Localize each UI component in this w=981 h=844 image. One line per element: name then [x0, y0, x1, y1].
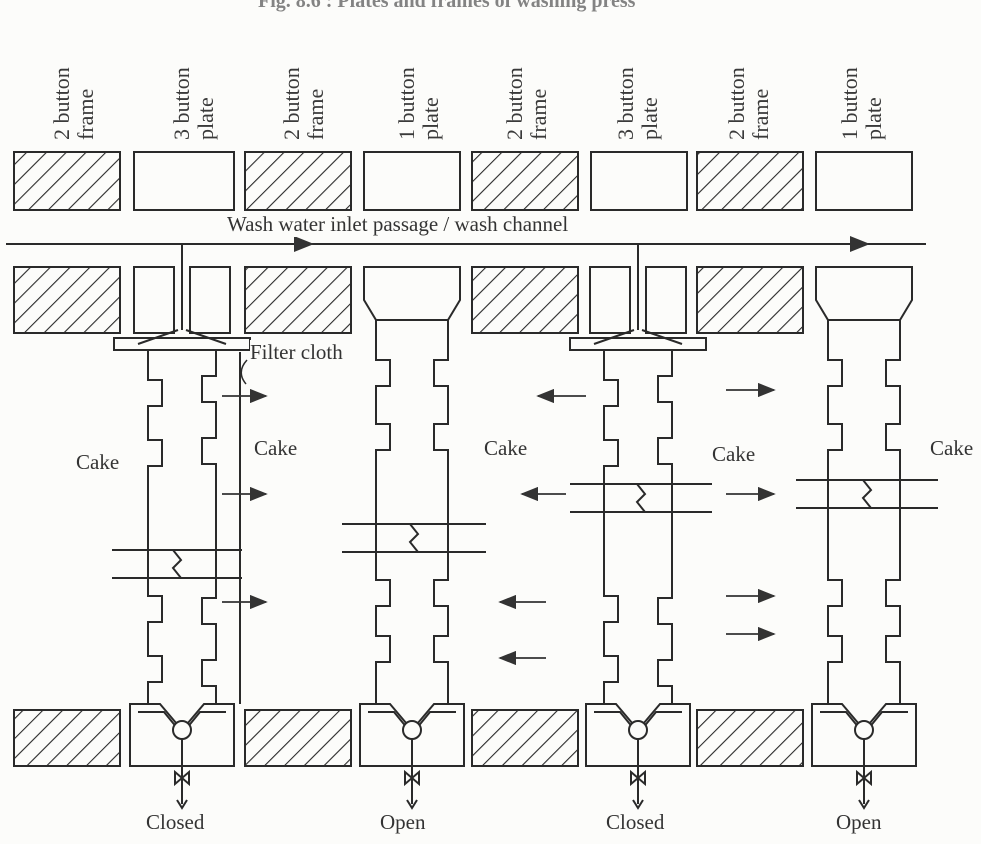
outlet-arrow-icon [406, 799, 418, 810]
mid-frame-1 [13, 266, 121, 334]
top-frame-1 [13, 151, 121, 211]
plate-bottom-housing [359, 703, 465, 767]
plate-wall-left [147, 350, 163, 704]
plate-top-head [815, 266, 913, 321]
plate-wall-left [603, 350, 619, 704]
plate-wall-left [827, 320, 843, 704]
plate-wall-left [375, 320, 391, 704]
valve-icon [630, 769, 646, 787]
valve-status: Open [836, 810, 882, 834]
outlet-port [172, 720, 192, 740]
cake-label: Cake [930, 436, 974, 460]
plate-wall-right [201, 350, 217, 704]
break-symbol [861, 479, 873, 509]
valve-status: Closed [606, 810, 665, 834]
break-symbol [635, 483, 647, 513]
valve-status: Closed [146, 810, 205, 834]
plate-header [569, 337, 707, 351]
bottom-frame-3 [244, 709, 352, 767]
outlet-port [402, 720, 422, 740]
bottom-frame-5 [471, 709, 579, 767]
top-plate-6 [590, 151, 688, 211]
plate-wall-right [433, 320, 449, 704]
valve-icon [404, 769, 420, 787]
break-symbol [408, 523, 420, 553]
plate-header [113, 337, 251, 351]
top-plate-2 [133, 151, 235, 211]
wash-channel-label: Wash water inlet passage / wash channel [224, 212, 572, 237]
plate-top-port [645, 266, 687, 334]
plate-top-port [589, 266, 631, 334]
plate-wall-right [885, 320, 901, 704]
top-frame-5 [471, 151, 579, 211]
cake-label: Cake [484, 436, 528, 460]
filter-cloth-pointer [240, 359, 248, 385]
plate-bottom-housing [585, 703, 691, 767]
valve-icon [856, 769, 872, 787]
filter-cloth-label: Filter cloth [250, 340, 343, 365]
break-symbol [171, 549, 183, 579]
plate-top-head [363, 266, 461, 321]
outlet-arrow-icon [632, 799, 644, 810]
valve-status: Open [380, 810, 426, 834]
cake-label: Cake [254, 436, 298, 460]
outlet-arrow-icon [176, 799, 188, 810]
top-frame-3 [244, 151, 352, 211]
plate-bottom-housing [129, 703, 235, 767]
bottom-frame-1 [13, 709, 121, 767]
outlet-port [854, 720, 874, 740]
top-plate-4 [363, 151, 461, 211]
plate-top-port [189, 266, 231, 334]
cake-label: Cake [76, 450, 120, 474]
outlet-port [628, 720, 648, 740]
mid-frame-7 [696, 266, 804, 334]
top-plate-8 [815, 151, 913, 211]
top-frame-7 [696, 151, 804, 211]
plate-bottom-housing [811, 703, 917, 767]
plate-wall-right [657, 350, 673, 704]
cake-label: Cake [712, 442, 756, 466]
valve-icon [174, 769, 190, 787]
mid-frame-3 [244, 266, 352, 334]
plate-top-port [133, 266, 175, 334]
bottom-frame-7 [696, 709, 804, 767]
outlet-arrow-icon [858, 799, 870, 810]
figure-caption: Fig. 8.6 : Plates and frames of washing … [258, 0, 636, 12]
mid-frame-5 [471, 266, 579, 334]
